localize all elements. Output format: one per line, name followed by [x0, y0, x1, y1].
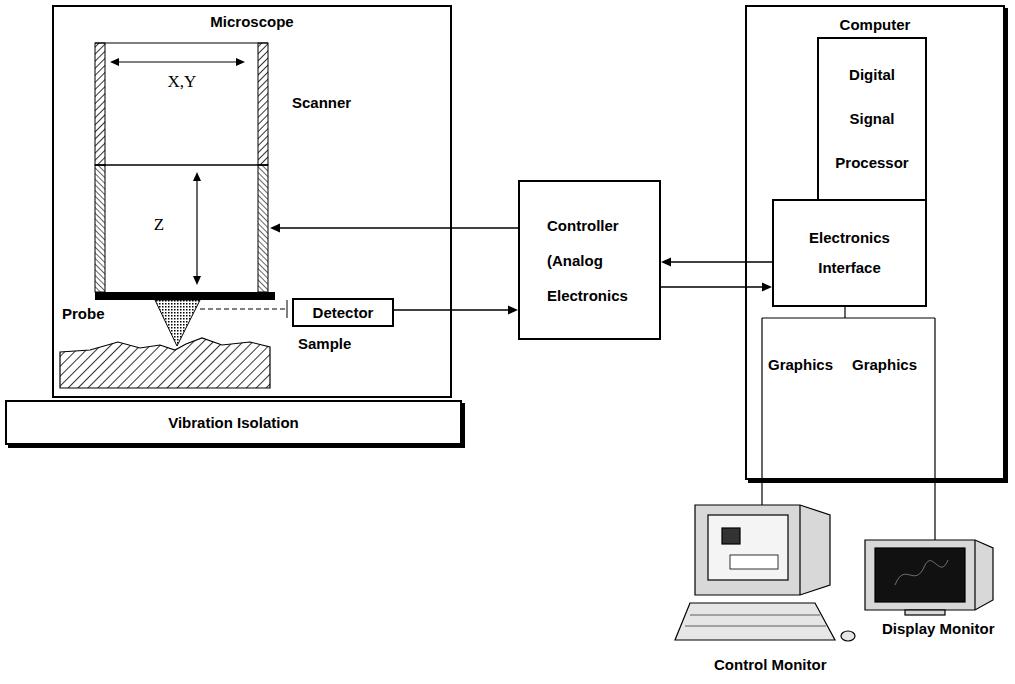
- detector-box: Detector: [292, 298, 394, 327]
- interface-box: Electronics Interface: [772, 199, 927, 307]
- box-title: Computer: [747, 16, 1003, 34]
- arrow-head: [508, 306, 518, 315]
- box-label: Digital Signal Processor: [831, 53, 913, 185]
- device-caption: Display Monitor: [880, 620, 997, 638]
- probe-tip: [155, 300, 200, 346]
- device-caption: Control Monitor: [712, 656, 828, 674]
- signal-arrow: [661, 283, 772, 292]
- part-name: Scanner: [292, 94, 382, 112]
- signal-name: Graphics: [850, 356, 919, 374]
- box-label: Controller (Analog Electronics: [547, 208, 655, 313]
- isolation-base: Vibration Isolation: [5, 400, 462, 445]
- text-area: Electronics Interface: [774, 201, 925, 305]
- arrow-head: [661, 258, 671, 267]
- processor-box: Digital Signal Processor: [817, 37, 927, 201]
- housing-title: Microscope: [54, 13, 450, 31]
- z-arrow: [193, 172, 201, 285]
- part-name: Probe: [60, 305, 107, 323]
- scanner-tube: [95, 43, 275, 300]
- arrow-line: [279, 227, 518, 228]
- arrow-line: [661, 286, 763, 287]
- axis-label: X,Y: [152, 72, 212, 92]
- xy-arrow: [110, 58, 245, 66]
- signal-arrow: [270, 224, 518, 233]
- axis-label: Z: [147, 215, 171, 235]
- sample-surface: [60, 338, 270, 388]
- controller-box: Controller (Analog Electronics: [518, 180, 661, 340]
- text-area: Controller (Analog Electronics: [520, 182, 659, 338]
- scanner-tube: X,YZScanner: [97, 45, 270, 302]
- box-label: Detector: [296, 304, 390, 322]
- microscope-housing: MicroscopeX,Y Z ScannerDetector: [52, 5, 452, 398]
- control-monitor-icon: [675, 505, 855, 641]
- text-area: Detector: [294, 300, 392, 325]
- arrow-head: [762, 283, 772, 292]
- arrow-line: [670, 261, 772, 262]
- display-monitor-icon: [865, 540, 993, 615]
- signal-arrow: [661, 258, 772, 267]
- computer-box: ComputerDigital Signal ProcessorElectron…: [745, 5, 1005, 480]
- box-label: Vibration Isolation: [14, 414, 454, 432]
- box-label: Electronics Interface: [800, 223, 900, 283]
- signal-name: Graphics: [766, 356, 835, 374]
- signal-arrow: [394, 306, 518, 315]
- text-area: Vibration Isolation: [7, 402, 460, 443]
- part-name: Sample: [296, 335, 353, 353]
- detector-beam: [200, 300, 287, 318]
- arrow-head: [270, 224, 280, 233]
- text-area: Digital Signal Processor: [819, 39, 925, 199]
